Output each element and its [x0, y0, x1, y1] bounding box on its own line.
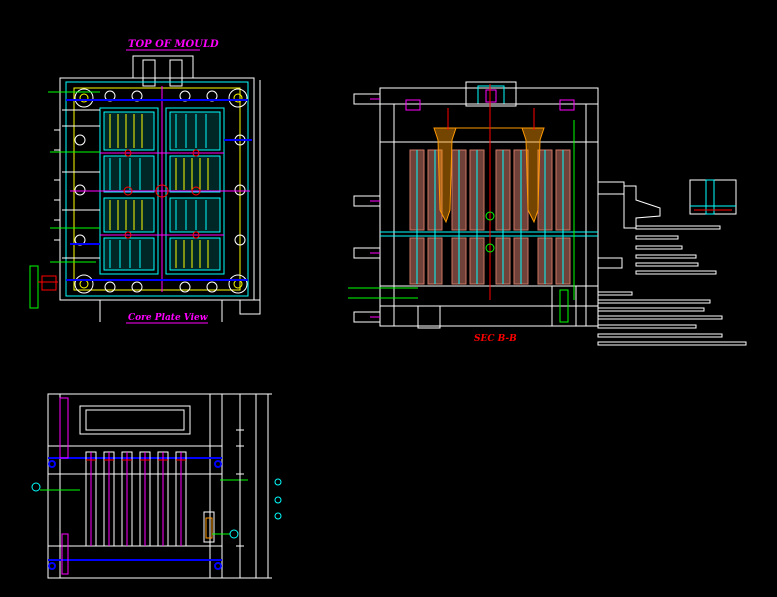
hot-runner-nozzles: [433, 127, 545, 224]
lifting-handle: [29, 265, 58, 309]
leader-lines-left: [48, 91, 100, 263]
cooling-channels: [66, 99, 252, 281]
side-view-cores: [85, 451, 187, 547]
section-b-b-label: SEC B-B: [474, 334, 517, 344]
cavity-insert-left: [99, 107, 159, 275]
side-section-view: [31, 393, 282, 579]
section-b-b-view: SEC B-B: [348, 81, 661, 344]
core-plate-view-label: Core Plate View: [128, 313, 208, 323]
top-of-mould-label: TOP OF MOULD: [128, 39, 219, 50]
notes-block: [597, 225, 747, 346]
callout-balloon-icon: [31, 478, 282, 539]
dimension-lines: [222, 393, 272, 579]
cavity-insert-right: [165, 107, 225, 275]
detail-view: [689, 179, 737, 215]
runner-system: [62, 86, 250, 292]
core-plate-view: TOP OF MOULD: [29, 39, 261, 324]
